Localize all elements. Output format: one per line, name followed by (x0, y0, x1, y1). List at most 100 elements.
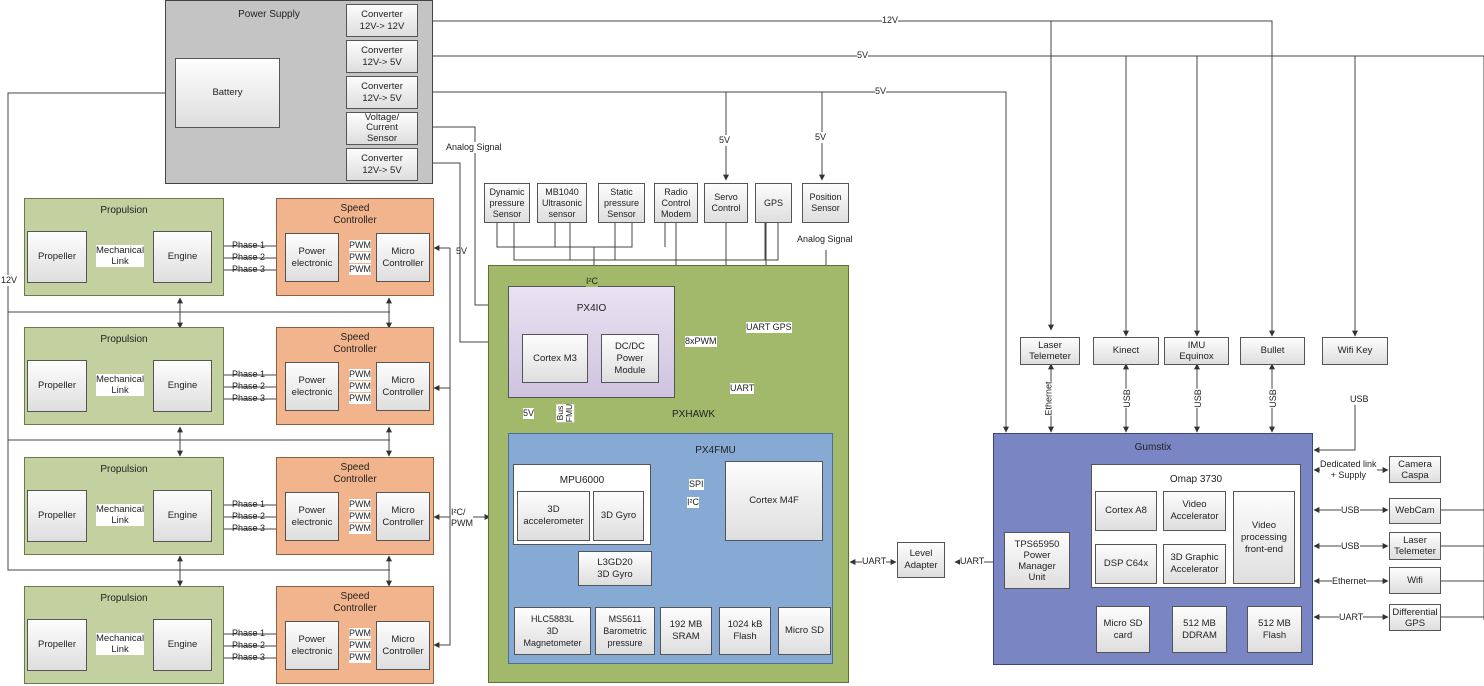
position-sensor[interactable]: Position Sensor (802, 183, 849, 223)
laser-telemeter-top[interactable]: Laser Telemeter (1020, 337, 1080, 365)
pwm-label: PWM (349, 499, 371, 510)
propeller[interactable]: Propeller (27, 231, 87, 283)
sensor-dynamic-pressure[interactable]: Dynamic pressure Sensor (484, 183, 530, 223)
phase-label: Phase 3 (232, 264, 266, 274)
phase-label: Phase 3 (232, 523, 266, 533)
cortex-m3[interactable]: Cortex M3 (522, 334, 588, 383)
converter-12v-5v-b[interactable]: Converter 12V-> 5V (346, 76, 418, 109)
cortex-m4f[interactable]: Cortex M4F (725, 461, 823, 541)
power-electronic[interactable]: Power electronic (285, 621, 339, 670)
micro-controller[interactable]: Micro Controller (376, 621, 430, 670)
wifi-key[interactable]: Wifi Key (1322, 337, 1388, 365)
dcdc-power-module[interactable]: DC/DC Power Module (601, 334, 659, 383)
micro-controller[interactable]: Micro Controller (376, 492, 430, 541)
phase-label: Phase 2 (232, 381, 266, 391)
label-analog-signal-1: Analog Signal (446, 142, 502, 153)
mechanical-link: Mechanical Link (96, 504, 145, 526)
level-adapter[interactable]: Level Adapter (897, 542, 945, 578)
label-ethernet-wifi: Ethernet (1332, 576, 1367, 587)
phase-label: Phase 2 (232, 252, 266, 262)
video-processing-frontend[interactable]: Video processing front-end (1233, 491, 1295, 584)
label-uart: UART (730, 383, 755, 394)
converter-12v-5v-c[interactable]: Converter 12V-> 5V (346, 148, 418, 181)
pwm-label: PWM (349, 381, 371, 392)
cortex-a8[interactable]: Cortex A8 (1095, 491, 1157, 531)
ms5611-barometer[interactable]: MS5611 Barometric pressure (595, 607, 655, 655)
video-accelerator[interactable]: Video Accelerator (1163, 491, 1226, 531)
differential-gps[interactable]: Differential GPS (1389, 604, 1441, 631)
imu-equinox[interactable]: IMU Equinox (1164, 337, 1229, 365)
engine[interactable]: Engine (153, 490, 212, 542)
radio-control-modem[interactable]: Radio Control Modem (654, 183, 698, 223)
flash-512mb[interactable]: 512 MB Flash (1247, 606, 1302, 653)
tps65950-power-manager[interactable]: TPS65950 Power Manager Unit (1004, 532, 1070, 589)
voltage-current-sensor[interactable]: Voltage/ Current Sensor (346, 112, 418, 145)
sensor-mb1040-ultrasonic[interactable]: MB1040 Ultrasonic sensor (537, 183, 587, 223)
ddram-512mb[interactable]: 512 MB DDRAM (1172, 606, 1227, 653)
l3gd20-gyro[interactable]: L3GD20 3D Gyro (578, 551, 652, 586)
engine[interactable]: Engine (153, 231, 212, 283)
servo-control[interactable]: Servo Control (704, 183, 748, 223)
phase-label: Phase 3 (232, 652, 266, 662)
pwm-label: PWM (349, 628, 371, 639)
label-usb-bullet: USB (1267, 389, 1279, 408)
speed-controller-title: Speed Controller (333, 203, 377, 226)
label-i2c-sensors: I²C (586, 276, 598, 287)
power-electronic[interactable]: Power electronic (285, 362, 339, 411)
sensor-static-pressure[interactable]: Static pressure Sensor (598, 183, 645, 223)
3d-accelerometer[interactable]: 3D accelerometer (517, 491, 590, 541)
micro-controller[interactable]: Micro Controller (376, 233, 430, 282)
converter-12v-5v-a[interactable]: Converter 12V-> 5V (346, 40, 418, 73)
pwm-label: PWM (349, 393, 371, 404)
dsp-c64x[interactable]: DSP C64x (1095, 544, 1157, 584)
converter-12v-12v[interactable]: Converter 12V-> 12V (346, 4, 418, 37)
laser-telemeter-right[interactable]: Laser Telemeter (1389, 532, 1441, 560)
label-i2c-fmu: I²C (687, 497, 699, 508)
wifi[interactable]: Wifi (1389, 567, 1441, 594)
3d-graphic-accelerator[interactable]: 3D Graphic Accelerator (1163, 544, 1226, 584)
3d-gyro-mpu[interactable]: 3D Gyro (593, 491, 644, 541)
propeller[interactable]: Propeller (27, 490, 87, 542)
label-12v-left: 12V (1, 275, 18, 286)
phase-label: Phase 1 (232, 240, 266, 250)
phase-label: Phase 2 (232, 640, 266, 650)
pwm-label: PWM (349, 369, 371, 380)
label-usb-webcam: USB (1341, 505, 1360, 516)
gps-module[interactable]: GPS (755, 183, 792, 223)
px4io-title: PX4IO (576, 303, 607, 314)
kinect[interactable]: Kinect (1093, 337, 1159, 365)
label-12v-bus: 12V (882, 15, 899, 26)
bus-12v (419, 20, 1273, 75)
flash-1024kb[interactable]: 1024 kB Flash (719, 607, 771, 655)
bullet[interactable]: Bullet (1240, 337, 1305, 365)
label-usb-wifikey: USB (1350, 394, 1369, 405)
power-electronic[interactable]: Power electronic (285, 233, 339, 282)
engine[interactable]: Engine (153, 619, 212, 671)
propeller[interactable]: Propeller (27, 619, 87, 671)
sram-192mb[interactable]: 192 MB SRAM (660, 607, 712, 655)
propeller[interactable]: Propeller (27, 360, 87, 412)
label-usb-laser: USB (1341, 541, 1360, 552)
omap3730-title: Omap 3730 (1169, 474, 1223, 485)
label-usb-imu: USB (1192, 389, 1204, 408)
engine[interactable]: Engine (153, 360, 212, 412)
camera-caspa[interactable]: Camera Caspa (1389, 456, 1441, 483)
pwm-label: PWM (349, 240, 371, 251)
phase-label: Phase 3 (232, 393, 266, 403)
pwm-label: PWM (349, 523, 371, 534)
micro-sd-card-gumstix[interactable]: Micro SD card (1096, 606, 1150, 653)
micro-sd-fmu[interactable]: Micro SD (778, 607, 831, 655)
speed-controller-title: Speed Controller (333, 591, 377, 614)
propulsion-title: Propulsion (100, 464, 148, 475)
pxhawk-title: PXHAWK (672, 409, 715, 420)
label-analog-signal-2: Analog Signal (797, 234, 853, 245)
label-ethernet-top: Ethernet (1043, 381, 1055, 416)
hmc5883l-magnetometer[interactable]: HLC5883L 3D Magnetometer (514, 607, 591, 655)
power-electronic[interactable]: Power electronic (285, 492, 339, 541)
webcam[interactable]: WebCam (1389, 498, 1441, 524)
label-spi: SPI (689, 479, 704, 490)
label-8xpwm: 8xPWM (685, 336, 717, 347)
battery-block[interactable]: Battery (175, 58, 280, 128)
label-5v-position: 5V (815, 132, 827, 143)
micro-controller[interactable]: Micro Controller (376, 362, 430, 411)
